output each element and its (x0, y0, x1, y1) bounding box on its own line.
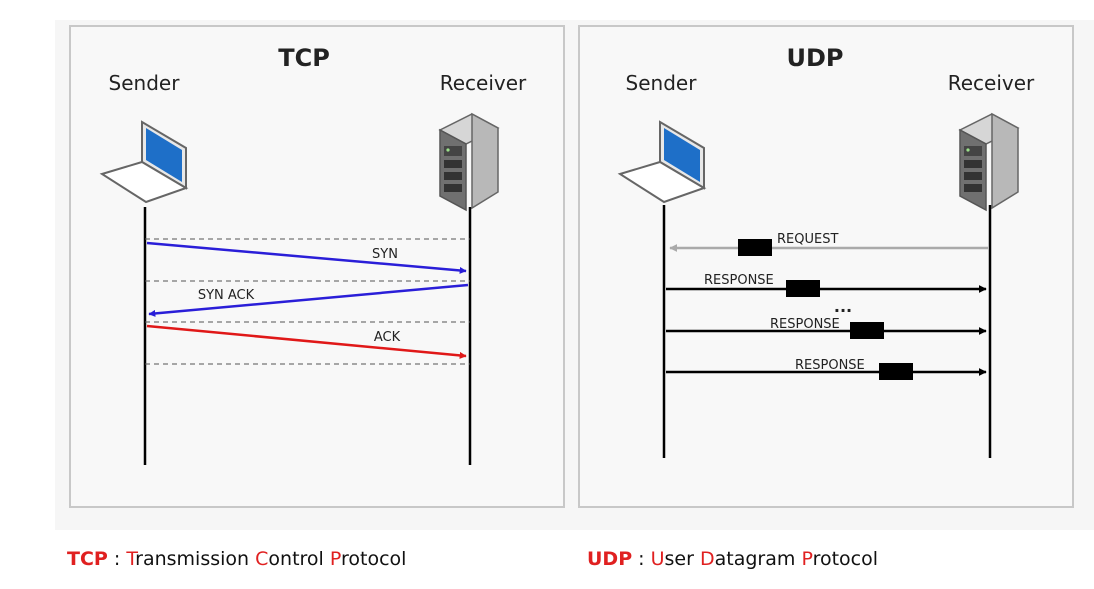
tcp-legend-word: ransmission (135, 548, 250, 570)
tcp-syn-ack-label: SYN ACK (198, 288, 255, 303)
tcp-legend: TCP : Transmission Control Protocol (67, 548, 406, 570)
udp-packet (879, 363, 913, 380)
tcp-title: TCP (278, 44, 330, 72)
tcp-ack-label: ACK (374, 330, 401, 345)
udp-response-label: RESPONSE (795, 358, 865, 373)
server-icon (958, 112, 1020, 212)
udp-response-label: RESPONSE (704, 273, 774, 288)
tcp-syn-ack-arrow (148, 283, 469, 317)
tcp-legend-word: rotocol (341, 548, 407, 570)
laptop-icon (99, 120, 189, 204)
tcp-dashed-separators (145, 238, 470, 365)
udp-receiver-label: Receiver (948, 71, 1035, 95)
udp-packet (738, 239, 772, 256)
udp-legend-word: rotocol (812, 548, 879, 570)
udp-legend-initial: U (650, 548, 665, 570)
laptop-icon (617, 120, 707, 204)
udp-ellipsis: ... (834, 297, 852, 316)
tcp-panel: TCP Sender Receiver (69, 25, 565, 508)
udp-legend-initial: P (801, 548, 813, 570)
tcp-ack-arrow (146, 324, 467, 359)
tcp-legend-initial: C (255, 548, 269, 570)
udp-legend: UDP : User Datagram Protocol (587, 548, 878, 570)
udp-title: UDP (787, 44, 844, 72)
server-icon (438, 112, 500, 212)
tcp-legend-initial: T (126, 548, 136, 570)
tcp-legend-separator: : (107, 548, 127, 570)
tcp-receiver-label: Receiver (440, 71, 527, 95)
udp-legend-word: ser (664, 548, 694, 570)
udp-packet (850, 322, 884, 339)
tcp-legend-initial: P (329, 548, 342, 570)
udp-response-label: RESPONSE (770, 317, 840, 332)
tcp-sender-label: Sender (109, 71, 181, 95)
udp-packet (786, 280, 820, 297)
udp-legend-initial: D (699, 548, 715, 570)
udp-request-label: REQUEST (777, 232, 838, 247)
udp-legend-abbr: UDP (587, 548, 633, 570)
udp-panel: UDP Sender Receiver REQUEST (578, 25, 1074, 508)
tcp-syn-label: SYN (372, 247, 398, 262)
udp-sender-label: Sender (626, 71, 698, 95)
udp-legend-separator: : (632, 548, 651, 570)
tcp-legend-abbr: TCP (67, 548, 108, 570)
tcp-syn-arrow (146, 241, 467, 274)
udp-legend-word: atagram (714, 548, 796, 570)
tcp-legend-word: ontrol (268, 548, 324, 570)
